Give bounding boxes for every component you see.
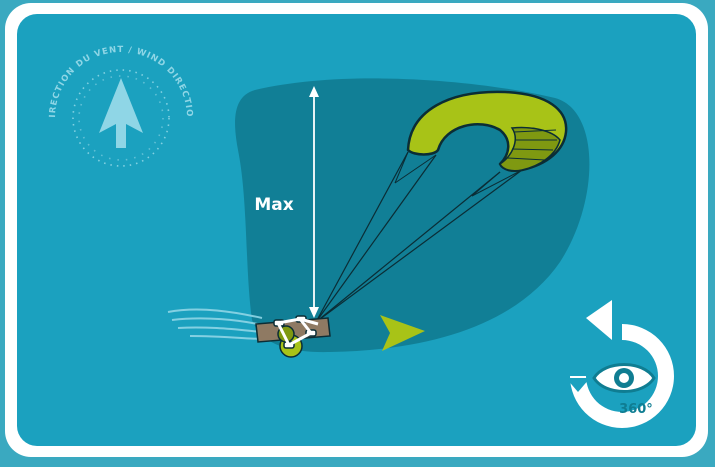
view-360-label: 360° [619, 402, 653, 417]
eye-rotate-icon [594, 365, 654, 392]
max-label: Max [254, 195, 293, 215]
